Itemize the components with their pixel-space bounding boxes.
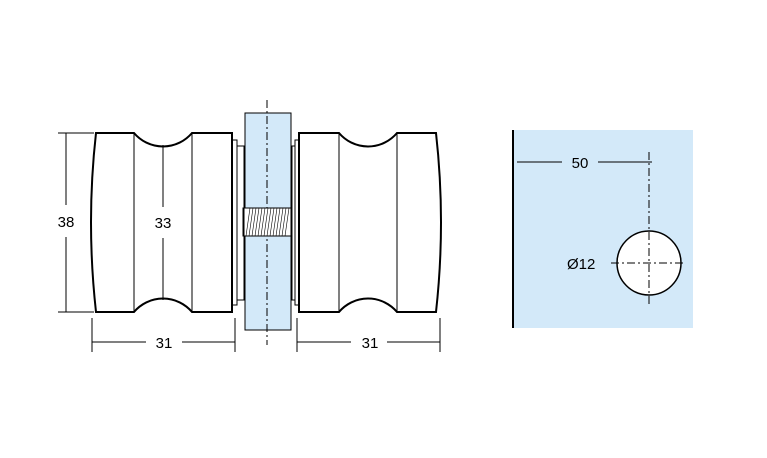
- right-knob: [291, 132, 442, 313]
- glass-plate-view: 50 Ø12: [512, 130, 693, 328]
- dimension-height-inner: 33: [155, 145, 172, 300]
- dimension-height-outer: 38: [58, 132, 94, 313]
- height-outer-label: 38: [58, 214, 75, 231]
- width-left-label: 31: [156, 335, 173, 352]
- glass-plate: [513, 130, 693, 328]
- width-right-label: 31: [362, 335, 379, 352]
- height-inner-label: 33: [155, 215, 172, 232]
- hole-offset-label: 50: [572, 155, 589, 172]
- threaded-rod: [242, 207, 292, 237]
- hole-diameter-label: Ø12: [567, 256, 595, 273]
- dimension-width-right: 31: [296, 318, 441, 352]
- dimension-width-left: 31: [91, 318, 236, 352]
